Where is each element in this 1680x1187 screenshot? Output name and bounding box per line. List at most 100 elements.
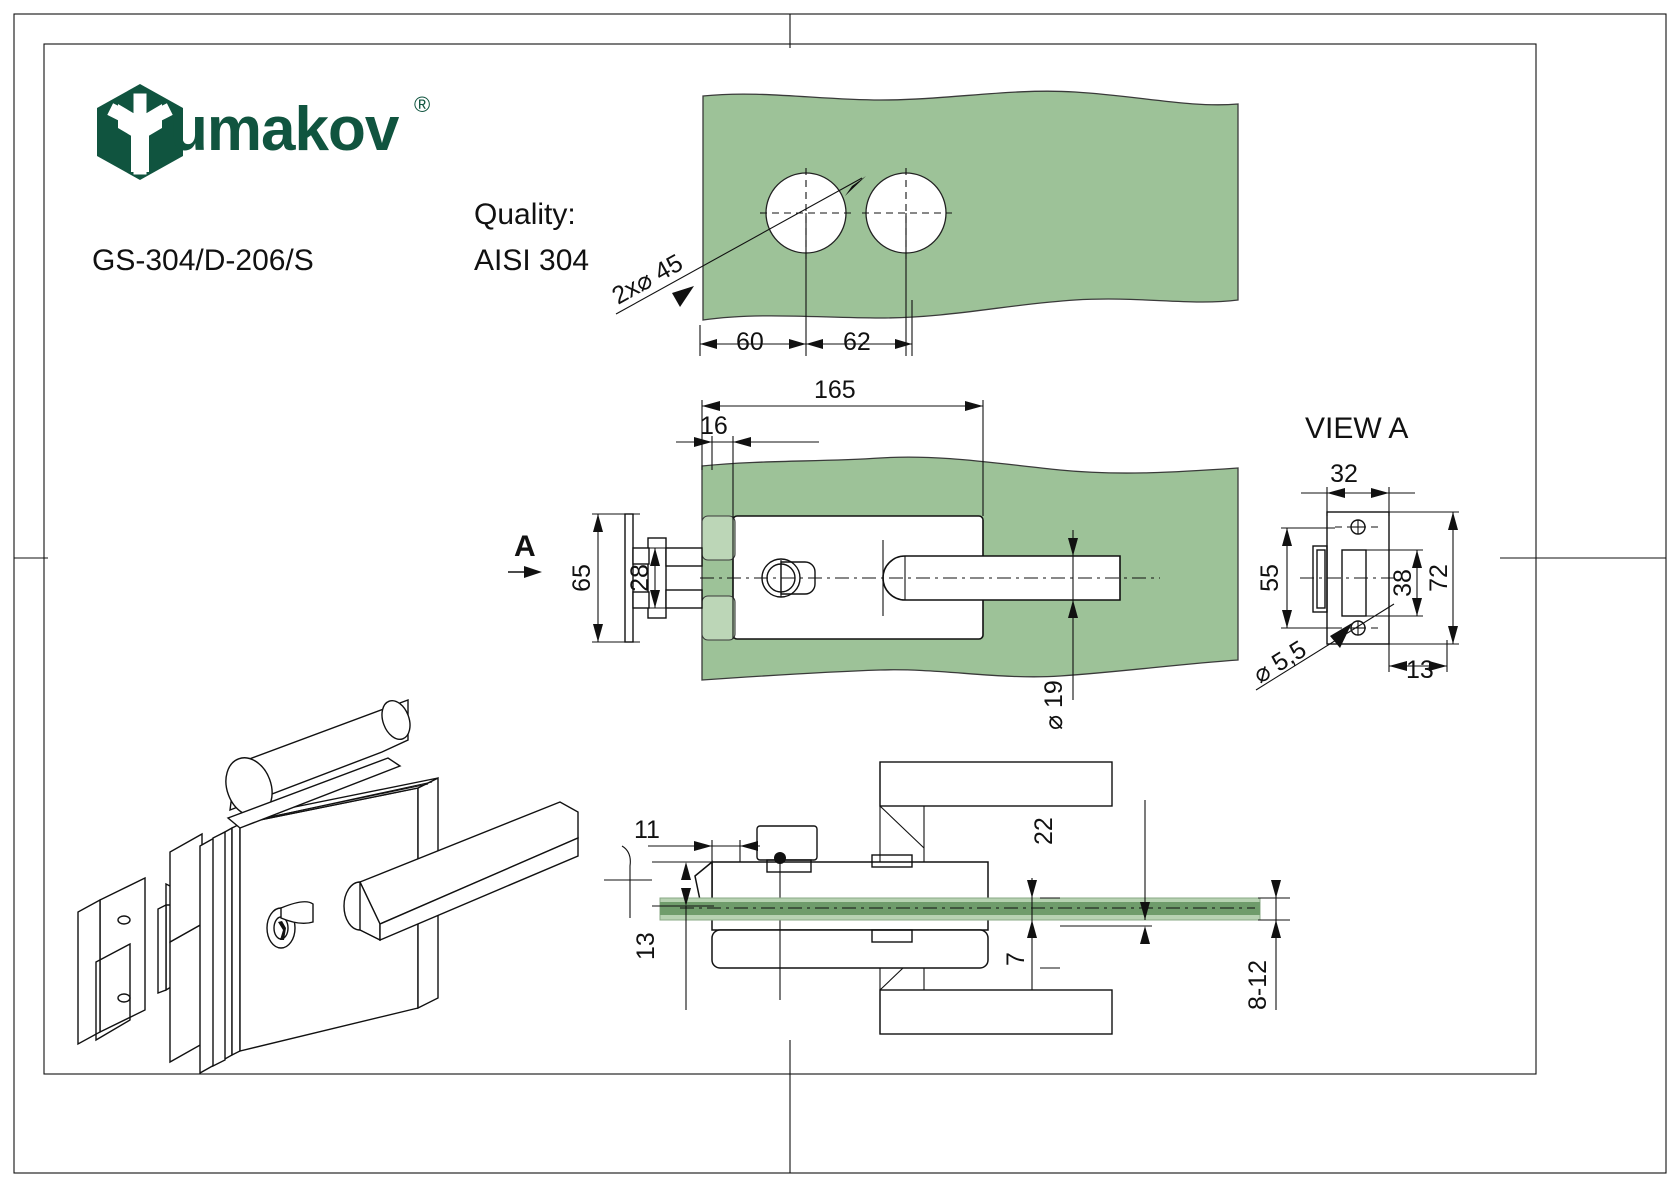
dim-38-label: 38 bbox=[1389, 569, 1417, 597]
dim-11-label: 11 bbox=[634, 816, 660, 844]
dim-72-label: 72 bbox=[1425, 564, 1453, 592]
leader-arrow-1 bbox=[672, 286, 694, 307]
dim-13-viewa-label: 13 bbox=[1406, 656, 1434, 684]
dim-16-label: 16 bbox=[700, 412, 728, 440]
arrow-55-bottom bbox=[1282, 610, 1292, 628]
arrow-812-bottom bbox=[1271, 920, 1281, 938]
arrow-dia55 bbox=[1330, 623, 1352, 648]
iso-strike-face bbox=[99, 876, 146, 1034]
side-shaft-plate-top bbox=[871, 854, 913, 868]
arrow-165-right bbox=[965, 401, 983, 411]
cylinder-cam-profile bbox=[780, 561, 816, 595]
clamp-top bbox=[701, 515, 736, 561]
arrow-812-top bbox=[1271, 880, 1281, 898]
iso-strike-side bbox=[77, 898, 101, 1046]
arrow-dia19-top bbox=[1068, 538, 1078, 556]
iso-keyway-slot bbox=[278, 921, 286, 940]
side-shaft-plate-bottom bbox=[871, 929, 913, 943]
side-lever-top bbox=[879, 761, 1113, 807]
leader-dia55 bbox=[1255, 603, 1395, 691]
dim-22-label: 22 bbox=[1030, 817, 1058, 845]
side-lever-top-fillet bbox=[879, 805, 925, 849]
leader-holes-note bbox=[615, 177, 863, 315]
side-bevel-nose bbox=[694, 860, 713, 901]
quality-value: AISI 304 bbox=[474, 244, 589, 277]
dim-60-label: 60 bbox=[736, 328, 764, 356]
logo-inner-shape bbox=[118, 104, 162, 141]
dim-32-label: 32 bbox=[1330, 460, 1358, 488]
latch-top bbox=[665, 547, 703, 567]
arrow-16-right bbox=[733, 437, 751, 447]
registered-mark: ® bbox=[414, 92, 430, 117]
dim-dia55-label: ⌀ 5,5 bbox=[1248, 635, 1311, 689]
arrow-72-bottom bbox=[1448, 626, 1458, 644]
side-edge-profile bbox=[621, 845, 631, 918]
arrow-22-top bbox=[1140, 926, 1150, 944]
arrow-7-top bbox=[1027, 880, 1037, 898]
dim-55-label: 55 bbox=[1256, 564, 1284, 592]
iso-lever-rear-base bbox=[226, 757, 402, 829]
iso-rear-plate bbox=[169, 922, 203, 1064]
arrow-38-top bbox=[1412, 550, 1422, 568]
dim-7-label: 7 bbox=[1002, 952, 1030, 966]
strike-screw-top bbox=[632, 547, 650, 565]
arrow-55-top bbox=[1282, 528, 1292, 546]
arrow-38-bottom bbox=[1412, 598, 1422, 616]
iso-lever-underside bbox=[379, 836, 579, 942]
latch-bottom bbox=[665, 589, 703, 609]
view-a-side-edge bbox=[1312, 545, 1328, 613]
iso-latch-bolt-side bbox=[157, 903, 167, 995]
glass-hole-pattern-view: 2x⌀ 45 60 62 bbox=[607, 90, 1239, 356]
arrow-13a-left bbox=[1389, 661, 1407, 671]
glass-panel-top bbox=[702, 90, 1239, 321]
dim-dia19-label: ⌀ 19 bbox=[1040, 680, 1068, 730]
dim-13-side-label: 13 bbox=[632, 932, 660, 960]
product-code: GS-304/D-206/S bbox=[92, 244, 314, 277]
umakov-logo bbox=[97, 84, 183, 180]
section-arrow-head bbox=[524, 566, 542, 578]
arrow-62-right bbox=[895, 339, 912, 349]
iso-lever-neck-line bbox=[359, 929, 381, 941]
arrow-28-bottom bbox=[650, 590, 660, 608]
quality-label: Quality: bbox=[474, 198, 576, 231]
iso-strike-hole-top bbox=[117, 915, 131, 925]
arrow-60-left bbox=[700, 339, 717, 349]
view-a-mortise-hole bbox=[1341, 549, 1367, 617]
view-a-side-inner bbox=[1316, 549, 1326, 609]
side-thumbturn bbox=[756, 825, 818, 861]
brand-name: umakov bbox=[170, 95, 400, 164]
arrow-11-right bbox=[740, 841, 758, 851]
arrow-32-left bbox=[1327, 488, 1345, 498]
logo-stem bbox=[131, 128, 149, 172]
iso-plate-gap bbox=[231, 822, 241, 1057]
dim-8-12-label: 8-12 bbox=[1244, 960, 1272, 1010]
arrow-65-top bbox=[593, 514, 603, 532]
arrow-16-left bbox=[694, 437, 712, 447]
arrow-dia19-bottom bbox=[1068, 600, 1078, 618]
sheet-outer-border bbox=[13, 13, 1667, 1174]
holes-note-label: 2x⌀ 45 bbox=[607, 249, 687, 310]
side-lock-body-lower bbox=[711, 929, 989, 969]
arrow-11-left bbox=[694, 841, 712, 851]
iso-rear-plate-upper bbox=[169, 832, 203, 944]
arrow-32-right bbox=[1371, 488, 1389, 498]
side-thumbturn-base bbox=[766, 859, 812, 873]
arrow-13s-mid bbox=[681, 862, 691, 880]
arrow-28-top bbox=[650, 548, 660, 566]
view-a-group: VIEW A 32 55 bbox=[1248, 412, 1459, 691]
strike-screw-bottom bbox=[632, 591, 650, 609]
dim-165-label: 165 bbox=[814, 376, 856, 404]
arrow-60-right bbox=[789, 339, 806, 349]
arrow-72-top bbox=[1448, 512, 1458, 530]
leader-arrow-2 bbox=[845, 176, 866, 196]
dim-28-label: 28 bbox=[626, 564, 654, 592]
side-lever-bottom bbox=[879, 989, 1113, 1035]
main-front-view: 165 16 65 28 A ⌀ 19 bbox=[508, 376, 1239, 730]
arrow-165-left bbox=[702, 401, 720, 411]
section-arrow-label: A bbox=[514, 530, 536, 563]
iso-glass-face bbox=[212, 830, 226, 1068]
side-section-view: 11 13 22 7 8-12 bbox=[604, 761, 1290, 1035]
iso-cylinder-cam bbox=[280, 901, 314, 925]
iso-lever-rear-tip bbox=[381, 699, 411, 741]
